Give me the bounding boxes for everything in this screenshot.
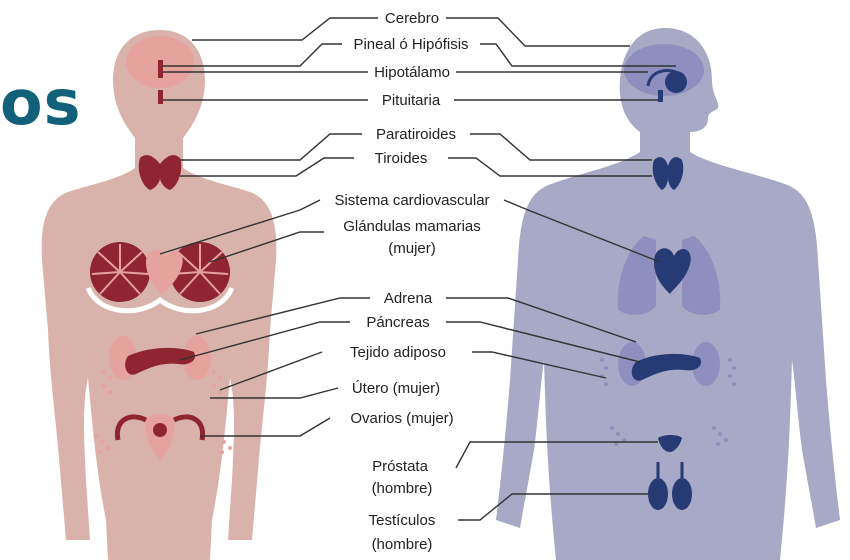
label-cerebro: Cerebro bbox=[385, 10, 439, 27]
female-silhouette bbox=[42, 30, 277, 560]
female-figure bbox=[42, 30, 277, 560]
label-pituitaria: Pituitaria bbox=[382, 92, 441, 109]
label-tiroides: Tiroides bbox=[375, 150, 428, 167]
female-pituitary bbox=[158, 90, 163, 104]
label-prostata-note: (hombre) bbox=[372, 480, 433, 497]
label-mamarias-note: (mujer) bbox=[388, 240, 436, 257]
male-figure bbox=[496, 28, 840, 560]
label-ovarios: Ovarios (mujer) bbox=[350, 410, 453, 427]
label-mamarias: Glándulas mamarias bbox=[343, 218, 481, 235]
label-utero: Útero (mujer) bbox=[352, 380, 440, 397]
female-pineal bbox=[158, 60, 163, 78]
label-pancreas: Páncreas bbox=[366, 314, 429, 331]
label-testiculos-note: (hombre) bbox=[372, 536, 433, 553]
label-adrena: Adrena bbox=[384, 290, 433, 307]
label-adiposo: Tejido adiposo bbox=[350, 344, 446, 361]
male-pineal bbox=[665, 71, 687, 93]
label-cardio: Sistema cardiovascular bbox=[334, 192, 489, 209]
label-prostata: Próstata bbox=[372, 458, 429, 475]
label-testiculos: Testículos bbox=[369, 512, 436, 529]
female-uterus-core bbox=[153, 423, 167, 437]
label-paratiroides: Paratiroides bbox=[376, 126, 456, 143]
labels: Cerebro Pineal ó Hipófisis Hipotálamo Pi… bbox=[334, 10, 489, 553]
label-hipotalamo: Hipotálamo bbox=[374, 64, 450, 81]
male-pituitary bbox=[658, 90, 663, 102]
male-silhouette bbox=[496, 28, 840, 560]
label-pineal: Pineal ó Hipófisis bbox=[353, 36, 468, 53]
